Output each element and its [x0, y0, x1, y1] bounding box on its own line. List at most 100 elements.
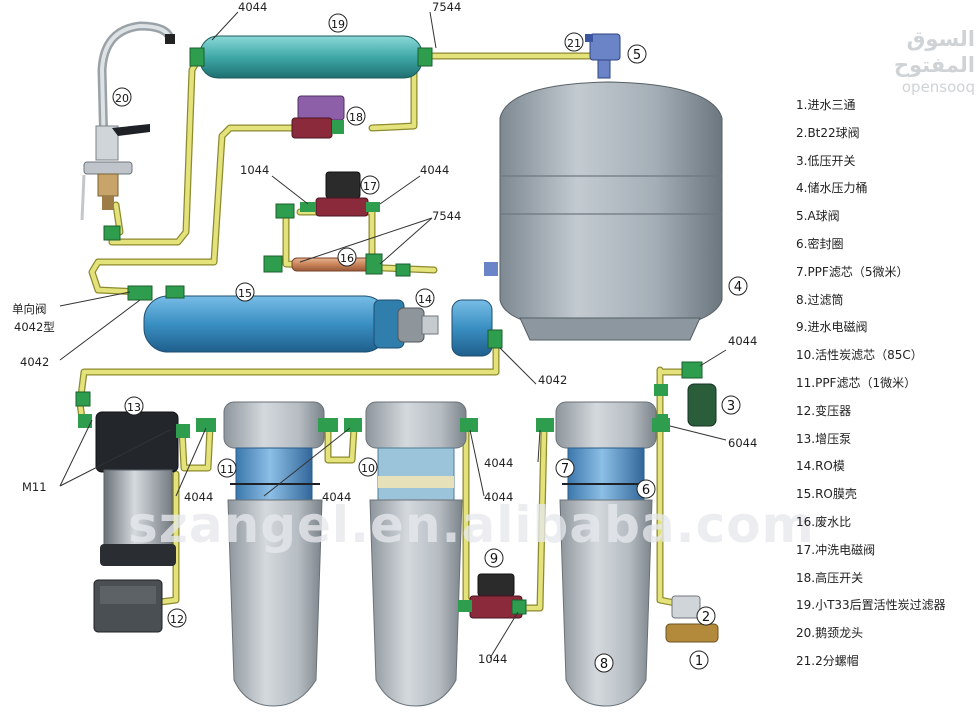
- booster-pump: [78, 411, 190, 566]
- label-f3-4044a: 4044: [484, 456, 513, 470]
- legend-item: 5.A球阀: [796, 209, 840, 224]
- flush-solenoid-valve: [300, 171, 380, 217]
- gooseneck-faucet: [80, 21, 175, 221]
- label-mid-4044: 4044: [420, 163, 449, 177]
- callout-19: 19: [328, 13, 348, 33]
- label-f2-4044: 4044: [322, 490, 351, 504]
- callout-9-text: 9: [490, 552, 498, 567]
- label-top-4044: 4044: [238, 0, 267, 14]
- label-check-valve-model: 4042型: [14, 320, 55, 334]
- high-pressure-switch: [291, 95, 345, 139]
- parts-legend: 1.进水三通 2.Bt22球阀 3.低压开关 4.储水压力桶 5.A球阀 6.密…: [796, 92, 978, 676]
- legend-item: 7.PPF滤芯（5微米）: [796, 264, 909, 279]
- label-f3-4044b: 4044: [484, 490, 513, 504]
- callout-13-text: 13: [127, 401, 141, 414]
- legend-item: 8.过滤筒: [796, 292, 844, 307]
- callout-2: 2: [696, 606, 716, 626]
- legend-item: 14.RO模: [796, 459, 845, 474]
- callout-16: 16: [337, 247, 357, 267]
- legend-item: 17.冲洗电磁阀: [796, 542, 876, 557]
- ro-membrane-housing: [127, 285, 503, 357]
- label-left-4042: 4042: [20, 355, 49, 369]
- callout-7-text: 7: [561, 462, 569, 477]
- legend-item: 13.增压泵: [796, 431, 852, 446]
- callout-9: 9: [484, 548, 504, 568]
- flow-restrictor: [263, 253, 383, 275]
- label-mid-7544: 7544: [432, 209, 461, 223]
- leader-lines: [59, 11, 727, 659]
- label-mid-1044: 1044: [240, 163, 269, 177]
- callout-1: 1: [689, 650, 709, 670]
- logo-arabic-text: السوق المفتوح: [893, 27, 975, 77]
- callout-4: 4: [728, 276, 748, 296]
- callout-14: 14: [415, 288, 435, 308]
- legend-item: 6.密封圈: [796, 236, 844, 251]
- callout-8: 8: [594, 653, 614, 673]
- callout-12-text: 12: [170, 613, 184, 626]
- legend-item: 11.PPF滤芯（1微米）: [796, 375, 917, 390]
- callout-4-text: 4: [734, 280, 742, 295]
- callout-16-text: 16: [340, 252, 354, 265]
- post-carbon-filter: [189, 35, 433, 79]
- callout-8-text: 8: [600, 657, 608, 672]
- callout-10: 10: [358, 457, 378, 477]
- label-f1-4044: 4044: [184, 490, 213, 504]
- inlet-tee-valve: [665, 595, 719, 643]
- legend-item: 9.进水电磁阀: [796, 320, 868, 335]
- low-pressure-switch: [654, 361, 717, 427]
- legend-item: 4.储水压力桶: [796, 181, 868, 196]
- callout-17-text: 17: [363, 180, 377, 193]
- filter-housing-2: [344, 401, 478, 707]
- callout-6: 6: [636, 479, 656, 499]
- legend-item: 12.变压器: [796, 403, 852, 418]
- number-callouts: 1 2 3 4 5 6 7 8 9 10 11 12 13 14 15 16 1…: [112, 13, 748, 673]
- callout-3-text: 3: [727, 399, 735, 414]
- callout-12: 12: [167, 608, 187, 628]
- legend-item: 18.高压开关: [796, 570, 864, 585]
- legend-item: 3.低压开关: [796, 153, 856, 168]
- legend-item: 2.Bt22球阀: [796, 125, 860, 140]
- label-pump-m11: M11: [22, 480, 47, 494]
- watermark: szangel.en.alibaba.com: [128, 496, 815, 554]
- callout-11-text: 11: [220, 463, 234, 476]
- label-bottom-1044: 1044: [478, 652, 507, 666]
- callout-13: 13: [124, 396, 144, 416]
- callout-19-text: 19: [331, 18, 345, 31]
- callout-2-text: 2: [702, 610, 710, 625]
- legend-item: 21.2分螺帽: [796, 653, 859, 668]
- fitting-labels: 4044 7544 1044 4044 7544 单向阀 4042型 4042 …: [12, 0, 757, 666]
- callout-21: 21: [564, 32, 584, 52]
- callout-6-text: 6: [642, 483, 650, 498]
- callout-3: 3: [721, 395, 741, 415]
- callout-7: 7: [555, 458, 575, 478]
- label-top-7544: 7544: [432, 0, 461, 14]
- label-check-valve: 单向阀: [12, 302, 47, 316]
- tank-ball-valve: [585, 33, 621, 79]
- legend-item: 19.小T33后置活性炭过滤器: [796, 598, 946, 613]
- legend-item: 16.废水比: [796, 514, 852, 529]
- callout-20: 20: [112, 87, 132, 107]
- callout-18-text: 18: [349, 111, 363, 124]
- filter-housing-3: [536, 401, 670, 707]
- filter-housing-1: [196, 401, 338, 707]
- label-low-4044-right: 4044: [728, 334, 757, 348]
- legend-item: 10.活性炭滤芯（85C）: [796, 348, 923, 363]
- callout-1-text: 1: [695, 654, 703, 669]
- callout-17: 17: [360, 175, 380, 195]
- callout-10-text: 10: [361, 462, 375, 475]
- opensooq-logo: السوق المفتوح opensooq: [833, 26, 975, 96]
- callout-15: 15: [235, 282, 255, 302]
- callout-11: 11: [217, 458, 237, 478]
- legend-item: 15.RO膜壳: [796, 487, 857, 502]
- legend-item: 20.鹅颈龙头: [796, 626, 864, 641]
- callout-18: 18: [346, 106, 366, 126]
- pressure-storage-tank: [484, 81, 723, 341]
- transformer: [93, 579, 163, 633]
- label-low-6044: 6044: [728, 436, 757, 450]
- callout-21-text: 21: [567, 37, 581, 50]
- label-right-4042: 4042: [538, 373, 567, 387]
- logo-latin-text: opensooq: [901, 78, 975, 96]
- callout-5: 5: [627, 44, 647, 64]
